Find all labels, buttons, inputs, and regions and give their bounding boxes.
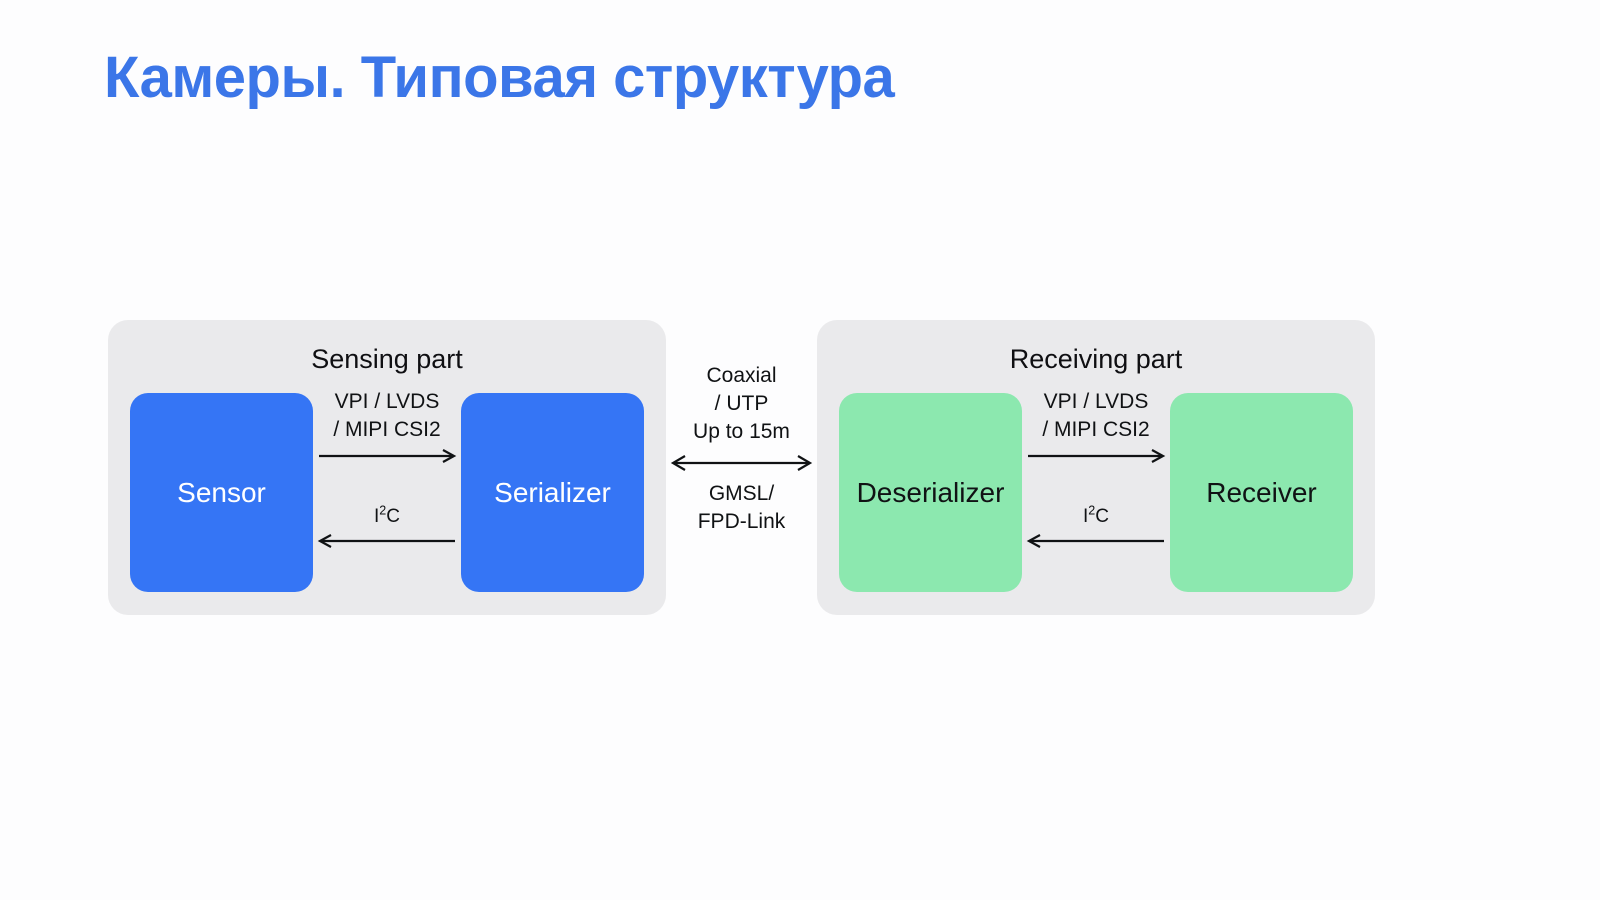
sensing-reverse-sup: 2 [379, 503, 387, 518]
sensing-link-group: VPI / LVDS / MIPI CSI2 I2C [313, 388, 461, 553]
panel-sensing-title: Sensing part [311, 344, 463, 374]
sensing-forward-arrow [313, 444, 461, 468]
node-deserializer-label: Deserializer [856, 476, 1005, 508]
sensing-reverse-arrow [313, 529, 461, 553]
bus-label-distance: Up to 15m [693, 419, 790, 443]
interconnect-bus: Coaxial / UTP Up to 15m GMSL/ FPD-Link [666, 362, 817, 536]
sensing-forward-link-label-line2: / MIPI CSI2 [333, 417, 441, 441]
bus-label-utp: / UTP [714, 391, 769, 415]
node-sensor-label: Sensor [177, 476, 266, 508]
bus-bidirectional-arrow [666, 450, 817, 476]
node-receiver[interactable]: Receiver [1170, 393, 1353, 592]
node-serializer-label: Serializer [494, 476, 611, 508]
bus-label-fpdlink: FPD-Link [697, 509, 786, 533]
arrow-left-icon [1026, 534, 1164, 549]
node-serializer[interactable]: Serializer [461, 393, 644, 592]
panel-receiving-title: Receiving part [1009, 344, 1183, 374]
node-receiver-label: Receiver [1206, 476, 1317, 508]
receiving-reverse-arrow [1022, 529, 1170, 553]
receiving-forward-link-label-line2: / MIPI CSI2 [1042, 417, 1150, 441]
arrow-right-icon [319, 448, 457, 463]
bus-label-coaxial: Coaxial [706, 364, 777, 387]
receiving-forward-arrow [1022, 444, 1170, 468]
panel-sensing-part: Sensing part Sensor VPI / LVDS / MIPI CS… [108, 320, 666, 615]
sensing-forward-link-label-line1: VPI / LVDS [334, 390, 440, 413]
arrow-right-icon [1028, 448, 1166, 463]
panel-receiving-part: Receiving part Deserializer VPI / LVDS /… [817, 320, 1375, 615]
receiving-reverse-sup: 2 [1088, 503, 1096, 518]
node-sensor[interactable]: Sensor [130, 393, 313, 592]
receiving-link-group: VPI / LVDS / MIPI CSI2 I2C [1022, 388, 1170, 553]
arrow-left-icon [317, 534, 455, 549]
receiving-reverse-link-label: I2C [1083, 503, 1109, 527]
sensing-reverse-link-label: I2C [374, 503, 400, 527]
page-title: Камеры. Типовая структура [104, 45, 895, 110]
node-deserializer[interactable]: Deserializer [839, 393, 1022, 592]
arrow-bidirectional-icon [670, 454, 813, 471]
receiving-forward-link-label-line1: VPI / LVDS [1043, 390, 1149, 413]
bus-label-gmsl: GMSL/ [708, 481, 775, 505]
